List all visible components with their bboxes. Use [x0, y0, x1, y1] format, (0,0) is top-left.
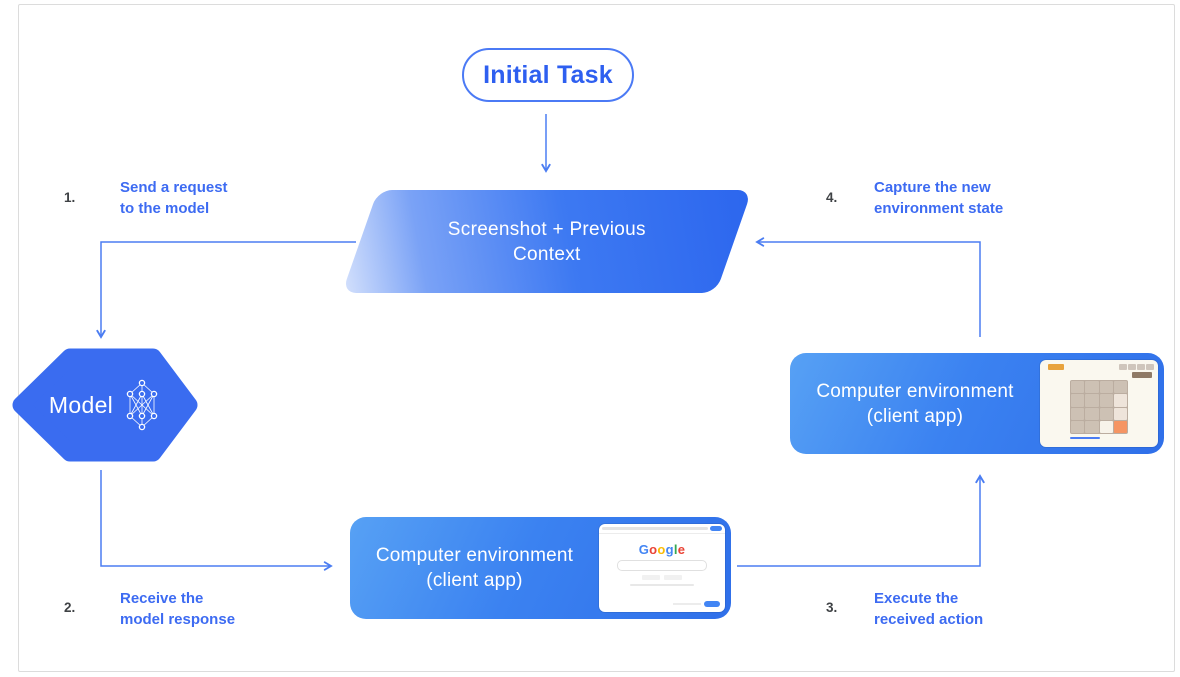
- game-button-row: [1040, 370, 1158, 378]
- google-homepage-thumbnail: Google: [599, 524, 725, 612]
- game-logo: [1048, 364, 1064, 370]
- footer-text-line: [630, 584, 694, 586]
- step-3-number: 3.: [826, 600, 838, 615]
- new-game-button: [1132, 372, 1152, 378]
- game-tile: [1113, 420, 1127, 433]
- model-node: Model: [12, 348, 198, 462]
- search-box: [617, 560, 707, 571]
- initial-task-label: Initial Task: [483, 60, 613, 89]
- game-2048-thumbnail: [1040, 360, 1158, 447]
- arrow-env-right-to-context: [755, 237, 981, 337]
- browser-chrome: [599, 524, 725, 534]
- step-1-label: Send a request to the model: [120, 179, 228, 217]
- screenshot-context-label: Screenshot + Previous Context: [447, 218, 646, 265]
- arrow-model-to-env-bottom: [100, 470, 333, 571]
- step-4-number: 4.: [826, 190, 838, 205]
- step-3-label: Execute the received action: [874, 590, 984, 628]
- game-tile: [1113, 407, 1127, 420]
- env-right-node: Computer environment (client app): [790, 353, 1164, 454]
- model-label: Model: [48, 391, 114, 418]
- signin-button: [710, 526, 722, 531]
- step-4-label: Capture the new environment state: [874, 179, 1004, 217]
- env-right-label: Computer environment (client app): [816, 380, 1014, 427]
- step-1-number: 1.: [64, 190, 76, 205]
- initial-task-node: Initial Task: [462, 48, 634, 102]
- game-score-chips: [1119, 364, 1154, 370]
- env-bottom-node: Computer environment (client app) Google: [350, 517, 731, 619]
- arrow-context-to-model: [96, 241, 356, 339]
- game-tile: [1099, 420, 1113, 433]
- screenshot-context-node: Screenshot + Previous Context: [341, 190, 752, 293]
- step-2-number: 2.: [64, 600, 76, 615]
- dialog-text-line: [673, 603, 701, 605]
- env-bottom-label: Computer environment (client app): [375, 545, 574, 591]
- game-tile: [1113, 394, 1127, 407]
- google-logo: Google: [638, 542, 686, 557]
- game-board: [1070, 380, 1128, 434]
- step-2-label: Receive the model response: [120, 590, 236, 628]
- game-footer-link: [1070, 437, 1100, 439]
- search-buttons: [599, 575, 725, 580]
- address-bar: [602, 527, 708, 530]
- dialog-button: [704, 601, 720, 607]
- hexagon-shape: [12, 348, 198, 462]
- arrow-env-bottom-to-env-right: [737, 474, 985, 567]
- neural-network-icon: [126, 379, 158, 431]
- game-header: [1040, 360, 1158, 370]
